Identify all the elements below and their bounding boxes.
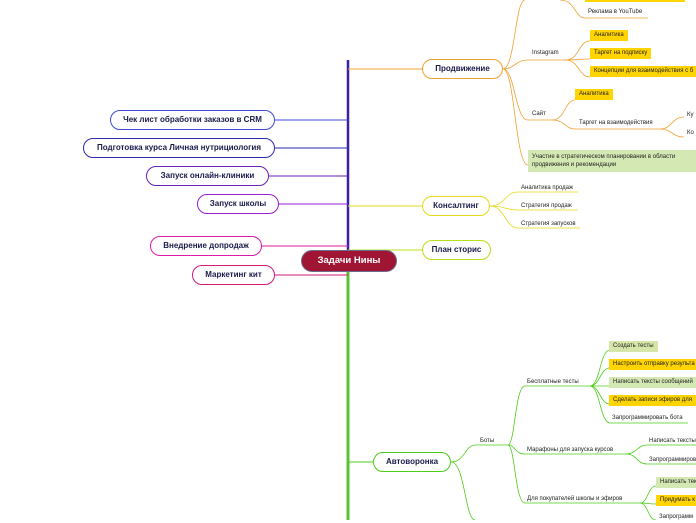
- branch-label: Маркетинг кит: [205, 270, 262, 279]
- branch-label: Чек лист обработки заказов в CRM: [123, 115, 262, 124]
- tag-instagram-analytics[interactable]: Аналитика: [590, 30, 628, 41]
- tag-site-analytics[interactable]: Аналитика: [575, 89, 613, 100]
- branch-label: Продвижение: [435, 64, 490, 73]
- leaf-youtube-ads[interactable]: Реклама в YouTube: [588, 9, 643, 15]
- tag-create-tests[interactable]: Создать тесты: [609, 341, 658, 352]
- leaf-sales-analytics[interactable]: Аналитика продаж: [521, 185, 574, 191]
- tag-buyers-invent[interactable]: Придумать к: [656, 495, 696, 506]
- tag-instagram-concepts[interactable]: Концепции для взаимодействия с б: [590, 66, 696, 77]
- root-node[interactable]: Задачи Нины: [301, 250, 397, 272]
- tag-buyers-write[interactable]: Написать тек: [656, 477, 696, 488]
- tag-strategic-planning[interactable]: Участие в стратегическом планировании в …: [528, 150, 696, 172]
- branch-promotion[interactable]: Продвижение: [422, 59, 503, 79]
- branch-school-launch[interactable]: Запуск школы: [197, 194, 279, 214]
- branch-online-clinic[interactable]: Запуск онлайн-клиники: [146, 166, 269, 186]
- branch-label: Консалтинг: [433, 201, 479, 210]
- tag-instagram-target[interactable]: Таргет на подписку: [590, 48, 652, 59]
- branch-consulting[interactable]: Консалтинг: [422, 196, 490, 216]
- branch-story-plan[interactable]: План сторис: [422, 240, 491, 260]
- branch-label: Автоворонка: [385, 457, 439, 466]
- branch-marketing-kit[interactable]: Маркетинг кит: [192, 265, 275, 285]
- branch-autofunnel[interactable]: Автоворонка: [373, 452, 451, 472]
- leaf-launch-strategy[interactable]: Стратегия запусков: [521, 221, 576, 227]
- leaf-site-target-ko[interactable]: Ко: [687, 130, 694, 136]
- branch-crm-checklist[interactable]: Чек лист обработки заказов в CRM: [110, 110, 275, 130]
- branch-upsell[interactable]: Внедрение допродаж: [150, 236, 262, 256]
- leaf-marathon-program[interactable]: Запрограммиров: [649, 457, 696, 463]
- leaf-instagram[interactable]: Instagram: [532, 50, 559, 56]
- tag-setup-results[interactable]: Настроить отправку результа: [609, 359, 696, 370]
- leaf-sales-strategy[interactable]: Стратегия продаж: [521, 203, 572, 209]
- branch-label: Подготовка курса Личная нутрициология: [96, 143, 262, 152]
- leaf-bots[interactable]: Боты: [480, 438, 495, 444]
- branch-label: Внедрение допродаж: [163, 241, 249, 250]
- leaf-program-bot[interactable]: Запрограммировать бота: [612, 415, 683, 421]
- leaf-site[interactable]: Сайт: [532, 111, 546, 117]
- leaf-marathons[interactable]: Марафоны для запуска курсов: [527, 447, 614, 453]
- leaf-site-target-ku[interactable]: Ку: [687, 112, 694, 118]
- leaf-marathon-write[interactable]: Написать тексты: [649, 438, 696, 444]
- root-label: Задачи Нины: [317, 255, 381, 266]
- tag-write-messages[interactable]: Написать тексты сообщений: [609, 377, 696, 388]
- branch-label: План сторис: [431, 245, 482, 254]
- branch-label: Запуск школы: [209, 199, 267, 208]
- tag-record-streams[interactable]: Сделать записи эфиров для: [609, 395, 696, 406]
- leaf-free-tests[interactable]: Бесплатные тесты: [527, 379, 579, 385]
- leaf-buyers-program[interactable]: Запрограмм: [659, 514, 693, 520]
- leaf-buyers[interactable]: Для покупателей школы и эфиров: [527, 496, 623, 502]
- leaf-site-target[interactable]: Таргет на взаимодействия: [579, 120, 653, 126]
- branch-nutrition-course[interactable]: Подготовка курса Личная нутрициология: [83, 138, 275, 158]
- branch-label: Запуск онлайн-клиники: [160, 171, 255, 180]
- promotion-top-item[interactable]: [585, 0, 685, 2]
